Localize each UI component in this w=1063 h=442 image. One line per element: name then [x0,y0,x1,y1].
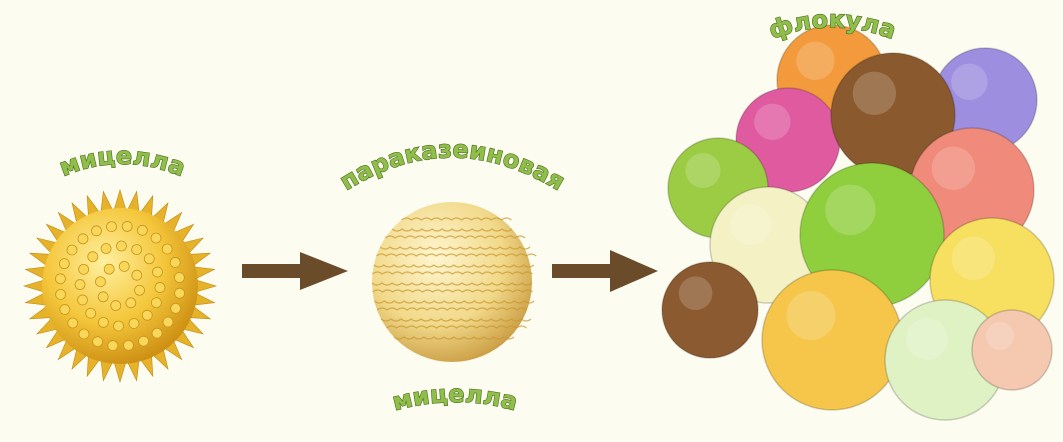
paracasein-micelle-ball [372,202,536,362]
ice-cream-scoop [762,270,902,410]
arrow-right-icon [552,250,658,292]
label-paracasein-top: параказеиновая [335,135,570,196]
flocule-cluster [662,25,1054,420]
arrow-right-icon [242,252,348,290]
label-micelle-left: мицелла [56,142,190,182]
ice-cream-scoop [972,310,1052,390]
label-paracasein-bottom: мицелла [390,380,521,416]
ice-cream-scoop [662,262,758,358]
micelle-spiky-ball [24,190,216,382]
